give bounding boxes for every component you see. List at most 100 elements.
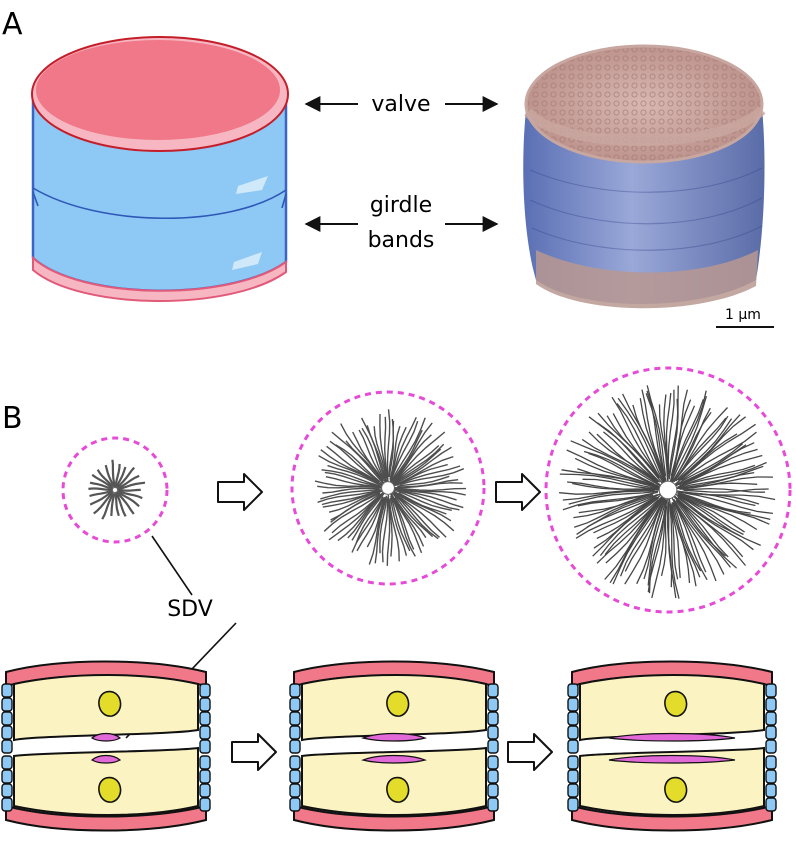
stage-1-radial-silica (88, 459, 146, 520)
silica-rib (361, 427, 387, 485)
silica-rib (116, 466, 136, 488)
girdle-band-left (567, 711, 579, 726)
cartoon-bottom-valve-rim (32, 255, 287, 302)
girdle-band-right (487, 711, 499, 726)
silica-rib (390, 443, 445, 486)
silica-rib (394, 497, 427, 539)
silica-rib (391, 490, 455, 532)
silica-rib (645, 393, 667, 481)
silica-rib (392, 497, 423, 554)
girdle-band-left (289, 739, 301, 754)
silica-rib (668, 503, 680, 599)
silica-rib (593, 496, 657, 534)
silica-rib (351, 491, 386, 541)
silica-rib (670, 495, 707, 573)
silica-rib (321, 469, 381, 487)
silica-rib (588, 431, 656, 481)
silica-rib (116, 474, 140, 490)
silica-rib (392, 488, 457, 501)
girdle-band-left (289, 697, 301, 712)
girdle-band-left (567, 755, 579, 770)
silica-rib (325, 476, 382, 488)
stage-1-dashed-circle (61, 436, 169, 544)
cell-cross-section (1, 660, 211, 832)
silica-rib (391, 417, 417, 479)
silica-rib (667, 389, 675, 475)
silica-rib (368, 497, 387, 565)
stage-3-radial-silica (559, 385, 776, 599)
silica-rib (397, 489, 464, 509)
girdle-band-right (765, 783, 777, 798)
silica-rib (324, 471, 381, 488)
silica-rib (352, 431, 385, 482)
silica-rib (675, 500, 732, 568)
silica-rib (320, 449, 380, 484)
girdle-label-line1: girdle (370, 193, 432, 218)
silica-rib (115, 491, 135, 515)
silica-rib (326, 445, 379, 483)
silica-rib (118, 491, 140, 508)
silica-rib (577, 468, 661, 489)
girdle-band-right (487, 725, 499, 740)
stage-2-radial-silica (314, 409, 467, 566)
silica-rib (669, 503, 681, 578)
growth-arrow-1 (217, 473, 263, 511)
silica-rib (669, 396, 708, 485)
girdle-band-right (199, 683, 211, 698)
cell-cross-section (289, 660, 499, 832)
girdle-band-left (289, 783, 301, 798)
silica-rib (323, 493, 381, 532)
silica-rib (393, 492, 440, 538)
silica-rib (672, 443, 744, 488)
girdle-band-left (1, 769, 13, 784)
silica-rib (91, 473, 114, 490)
girdle-band-right (765, 755, 777, 770)
cartoon-band-seam (32, 187, 287, 219)
silica-rib (671, 405, 696, 477)
girdle-band-left (1, 739, 13, 754)
silica-rib (568, 490, 659, 505)
silica-rib (566, 449, 660, 488)
silica-rib (391, 446, 452, 487)
silica-rib (647, 499, 667, 586)
silica-rib (366, 425, 388, 484)
silica-rib (396, 487, 467, 492)
girdle-band-right (199, 797, 211, 812)
girdle-band-right (487, 783, 499, 798)
silica-rib (675, 418, 733, 482)
silica-rib (583, 450, 655, 485)
valve-label: valve (371, 92, 430, 117)
silica-rib (562, 492, 655, 511)
scale-bar-label: 1 μm (725, 307, 761, 323)
sem-frustule-image (523, 44, 766, 309)
girdle-band-left (1, 725, 13, 740)
silica-rib (632, 404, 665, 480)
silica-rib (612, 413, 660, 478)
silica-rib (114, 491, 127, 517)
silica-rib (567, 481, 653, 490)
silica-rib (676, 423, 756, 484)
girdle-band-left (1, 697, 13, 712)
silica-rib (118, 488, 141, 492)
silica-rib (678, 491, 773, 515)
silica-rib (582, 478, 661, 490)
lower-nucleus (664, 776, 688, 803)
cell-cross-section (567, 660, 777, 832)
silica-rib (676, 471, 755, 490)
silica-rib (320, 488, 383, 500)
silica-rib (393, 491, 447, 538)
silica-rib (667, 497, 673, 588)
silica-rib (675, 499, 727, 557)
silica-rib (616, 403, 666, 485)
silica-rib (398, 492, 447, 515)
girdle-band-left (289, 711, 301, 726)
silica-rib (672, 390, 707, 477)
girdle-band-right (487, 797, 499, 812)
growth-arrow-2 (495, 473, 541, 511)
silica-rib (386, 496, 391, 566)
silica-rib (562, 490, 655, 501)
silica-rib (677, 415, 729, 478)
silica-rib (679, 454, 763, 487)
silica-rib (677, 496, 754, 551)
girdle-band-left (1, 683, 13, 698)
